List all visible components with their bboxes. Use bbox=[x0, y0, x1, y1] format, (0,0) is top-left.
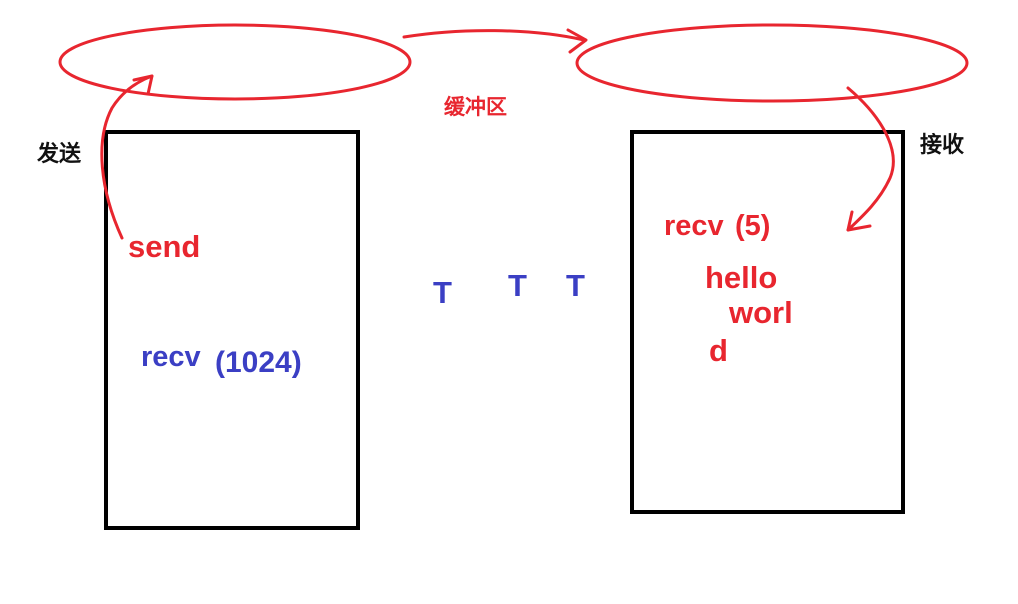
middle-mark-2: T bbox=[508, 268, 527, 303]
receive-side-label: 接收 bbox=[920, 132, 965, 157]
receiver-box bbox=[630, 130, 905, 514]
send-to-buffer-arrow bbox=[100, 74, 154, 240]
buffer-to-buffer-arrow bbox=[402, 28, 588, 54]
sender-recv-arg: (1024) bbox=[215, 346, 302, 379]
received-chunk-3: d bbox=[709, 333, 728, 368]
received-chunk-1: hello bbox=[705, 260, 778, 295]
sender-box bbox=[104, 130, 360, 530]
received-chunk-2: worl bbox=[729, 295, 793, 330]
receiver-recv-arg: (5) bbox=[735, 210, 771, 242]
buffer-to-recv-arrow bbox=[846, 86, 895, 232]
middle-mark-1: T bbox=[433, 275, 452, 310]
buffer-label: 缓冲区 bbox=[444, 96, 507, 119]
send-buffer-ellipse bbox=[58, 23, 412, 101]
middle-mark-3: T bbox=[566, 268, 585, 303]
send-call-label: send bbox=[128, 229, 201, 264]
receive-buffer-ellipse bbox=[575, 23, 969, 103]
receiver-recv-label: recv bbox=[664, 210, 724, 242]
sender-recv-label: recv bbox=[141, 341, 201, 373]
send-side-label: 发送 bbox=[37, 141, 82, 166]
